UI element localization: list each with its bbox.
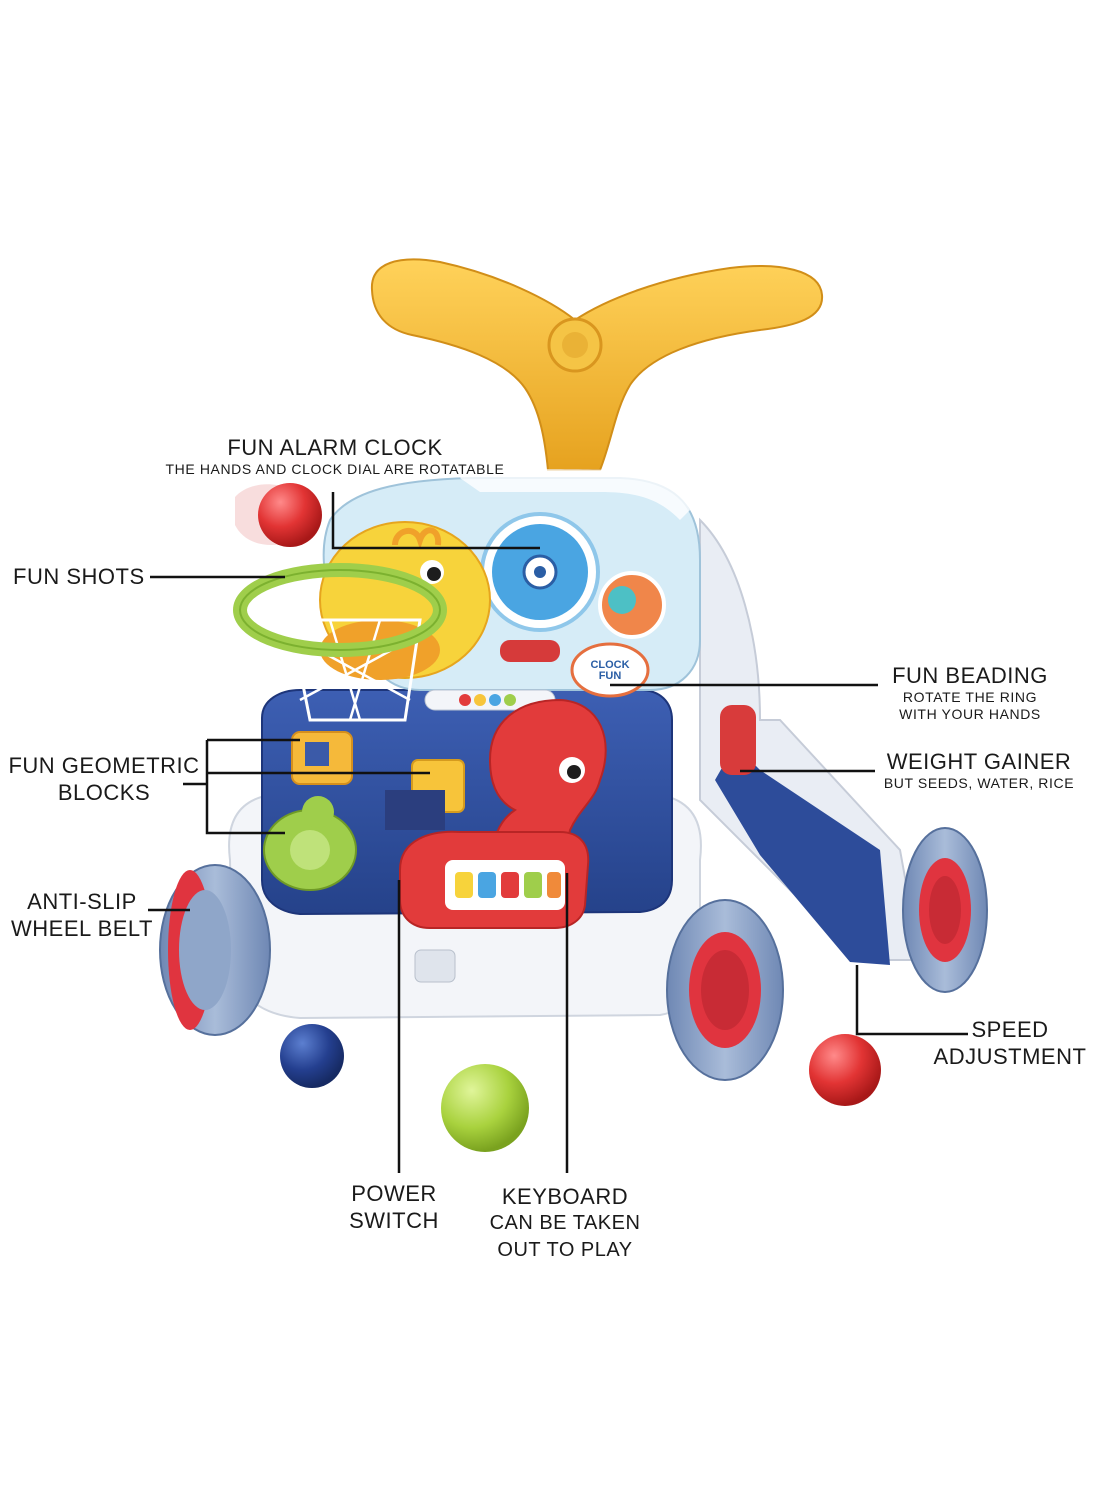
clock-fun-sticker-text: CLOCK FUN: [590, 659, 630, 682]
front-right-wheel: [666, 899, 784, 1081]
keyboard-subtitle-1: CAN BE TAKEN: [489, 1212, 641, 1234]
geometric-title-2: BLOCKS: [57, 780, 151, 805]
leader-lines: [148, 492, 968, 1173]
callout-anti-slip: ANTI-SLIP WHEEL BELT: [6, 888, 158, 942]
blue-ball: [280, 1024, 344, 1088]
fun-beading-subtitle-2: WITH YOUR HANDS: [899, 706, 1041, 722]
speed-title-1: SPEED: [971, 1017, 1049, 1042]
green-ball: [441, 1064, 529, 1152]
callout-keyboard: KEYBOARD CAN BE TAKEN OUT TO PLAY: [475, 1183, 655, 1264]
alarm-clock-title: FUN ALARM CLOCK: [227, 435, 443, 460]
fun-beading-title: FUN BEADING: [892, 663, 1048, 688]
callout-geometric-blocks: FUN GEOMETRIC BLOCKS: [6, 752, 202, 806]
callout-weight-gainer: WEIGHT GAINER BUT SEEDS, WATER, RICE: [876, 748, 1082, 792]
alarm-clock-dial: [480, 512, 600, 632]
anti-slip-title-2: WHEEL BELT: [11, 916, 153, 941]
keyboard-toy: [399, 830, 590, 929]
leader-alarm-clock: [331, 492, 540, 550]
callout-fun-shots: FUN SHOTS: [13, 563, 145, 590]
flying-red-ball: [258, 483, 322, 547]
turtle-toy: [263, 796, 357, 891]
alarm-clock-subtitle: THE HANDS AND CLOCK DIAL ARE ROTATABLE: [165, 461, 505, 477]
callout-speed-adjustment: SPEED ADJUSTMENT: [925, 1016, 1095, 1070]
keyboard-subtitle-2: OUT TO PLAY: [497, 1239, 633, 1261]
leader-speed: [855, 965, 968, 1036]
speed-title-2: ADJUSTMENT: [933, 1044, 1087, 1069]
callout-alarm-clock: FUN ALARM CLOCK THE HANDS AND CLOCK DIAL…: [150, 434, 520, 478]
power-title-2: SWITCH: [349, 1208, 439, 1233]
power-title-1: POWER: [351, 1181, 437, 1206]
anti-slip-title-1: ANTI-SLIP: [27, 889, 137, 914]
keyboard-title: KEYBOARD: [501, 1184, 629, 1209]
red-ball: [809, 1034, 881, 1106]
fun-shots-title: FUN SHOTS: [13, 564, 145, 589]
geometric-blocks: [291, 731, 465, 830]
weight-gainer-subtitle: BUT SEEDS, WATER, RICE: [883, 775, 1075, 791]
yellow-handle: [370, 258, 824, 471]
callout-power-switch: POWER SWITCH: [334, 1180, 454, 1234]
leader-geometric: [183, 738, 430, 835]
weight-gainer-title: WEIGHT GAINER: [886, 749, 1072, 774]
callout-fun-beading: FUN BEADING ROTATE THE RING WITH YOUR HA…: [880, 662, 1060, 723]
rear-wheel: [902, 827, 988, 993]
front-left-wheel: [159, 864, 271, 1036]
fun-beading-subtitle-1: ROTATE THE RING: [902, 689, 1038, 705]
basketball-hoop: [233, 563, 447, 722]
clock-fun-sticker: [570, 642, 650, 698]
geometric-title-1: FUN GEOMETRIC: [8, 753, 200, 778]
